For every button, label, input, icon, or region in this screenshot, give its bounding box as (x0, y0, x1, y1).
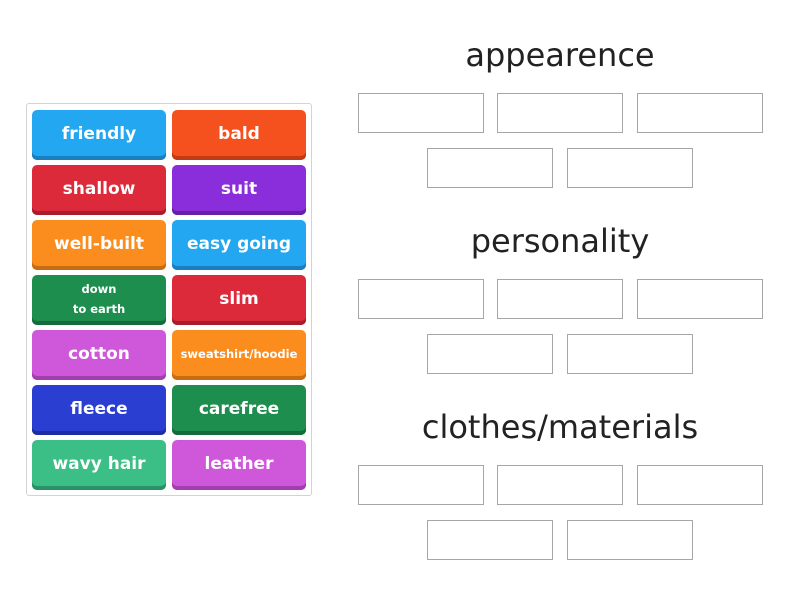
drop-slot[interactable] (497, 93, 623, 133)
word-tile[interactable]: sweatshirt/hoodie (172, 330, 306, 380)
drop-slot[interactable] (358, 465, 484, 505)
word-tile[interactable]: slim (172, 275, 306, 325)
word-tile[interactable]: bald (172, 110, 306, 160)
drop-slot[interactable] (427, 148, 553, 188)
drop-slot[interactable] (358, 93, 484, 133)
group-title-appearence: appearence (465, 36, 655, 74)
word-tile[interactable]: friendly (32, 110, 166, 160)
drop-slot[interactable] (567, 148, 693, 188)
word-tile[interactable]: well-built (32, 220, 166, 270)
drop-slot[interactable] (427, 520, 553, 560)
word-tile[interactable]: cotton (32, 330, 166, 380)
drop-slot[interactable] (497, 279, 623, 319)
drop-slot[interactable] (567, 520, 693, 560)
word-tile[interactable]: down to earth (32, 275, 166, 325)
word-tile[interactable]: fleece (32, 385, 166, 435)
drop-slot[interactable] (358, 279, 484, 319)
drop-slot[interactable] (567, 334, 693, 374)
group-title-personality: personality (470, 222, 650, 260)
drop-slot[interactable] (497, 465, 623, 505)
drop-slot[interactable] (637, 93, 763, 133)
drop-slot[interactable] (427, 334, 553, 374)
drop-slot[interactable] (637, 279, 763, 319)
word-tile[interactable]: easy going (172, 220, 306, 270)
word-tile[interactable]: suit (172, 165, 306, 215)
word-tile[interactable]: leather (172, 440, 306, 490)
word-tile[interactable]: shallow (32, 165, 166, 215)
group-title-clothes-materials: clothes/materials (421, 408, 699, 446)
word-tile[interactable]: carefree (172, 385, 306, 435)
drop-slot[interactable] (637, 465, 763, 505)
word-tile[interactable]: wavy hair (32, 440, 166, 490)
